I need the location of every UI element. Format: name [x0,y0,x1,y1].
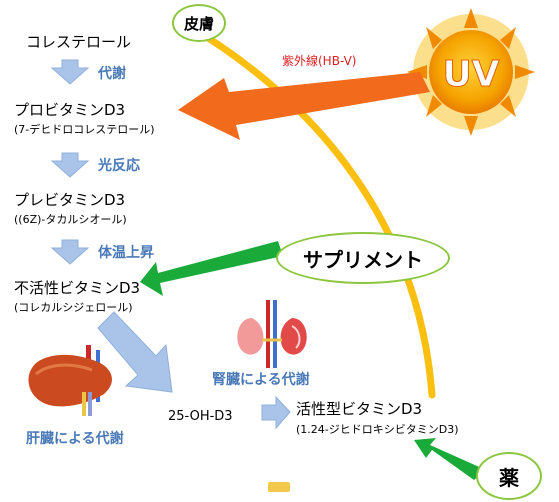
supplement-badge: サプリメント [276,232,450,284]
cholesterol-label: コレステロール [26,33,132,51]
provitamin-sub: (7-デヒドロコレステロール) [14,123,155,136]
kidney-label: 腎臓による代謝 [212,372,310,388]
liver-arrow [97,311,173,393]
previtamin-label: プレビタミンD3 [14,191,126,209]
inactive-label: 不活性ビタミンD3 [14,279,141,297]
photoreaction-label: 光反応 [98,158,140,174]
step-arrow-photo [50,152,90,178]
active-sub: (1.24-ジヒドロキシビタミンD3) [296,423,459,436]
medicine-badge: 薬 [476,452,542,500]
kidney-arrow [261,395,291,430]
uv-arrow [178,72,430,140]
sun-icon [407,8,535,136]
skin-badge: 皮膚 [172,4,226,42]
provitamin-label: プロビタミンD3 [14,101,126,119]
medicine-label: 薬 [499,465,519,490]
skin-badge-label: 皮膚 [183,14,214,33]
metab-label: 代謝 [98,66,126,82]
uv-label: 紫外線(HB-V) [282,54,357,68]
liver-icon [28,345,112,416]
previtamin-sub: ((6Z)-タカルシオール) [14,213,127,226]
kidney-icon [237,300,307,368]
inactive-sub: (コレカルシジェロール) [14,301,133,314]
skin-boundary-curve [178,18,436,399]
logo-mark [268,482,290,492]
active-label: 活性型ビタミンD3 [296,400,423,418]
supplement-arrow [140,241,283,296]
temp-rise-label: 体温上昇 [98,245,154,261]
medicine-arrow [414,438,486,480]
liver-label: 肝臓による代謝 [26,431,124,447]
supplement-label: サプリメント [303,247,423,272]
step-arrow-metab [50,59,90,85]
uv-sun-text: UV [442,54,499,95]
oh-label: 25-OH-D3 [168,409,233,424]
step-arrow-temp [50,239,90,265]
